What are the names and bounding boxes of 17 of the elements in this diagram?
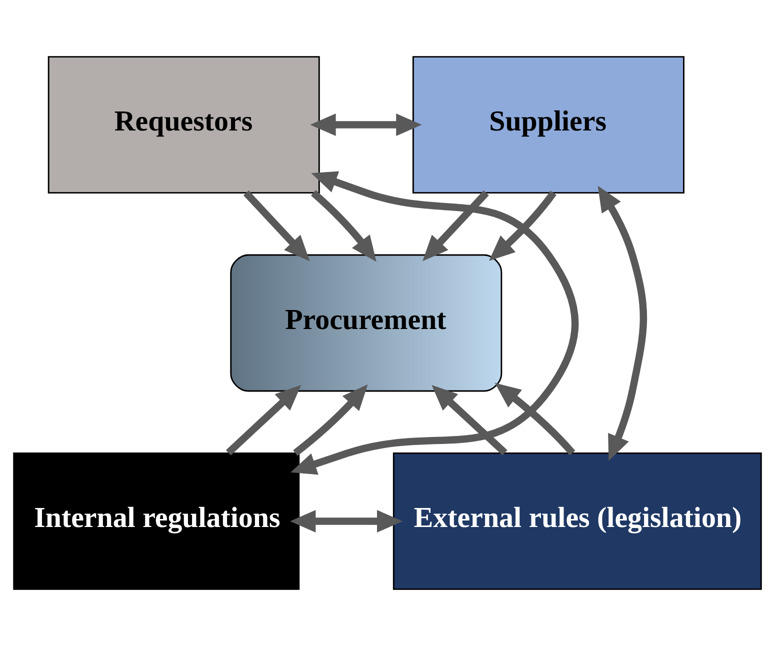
arrow: [293, 384, 368, 456]
arrow: [488, 190, 556, 260]
arrow: [310, 190, 376, 262]
arrow: [243, 190, 310, 261]
arrow: [598, 185, 647, 460]
arrow: [310, 113, 422, 136]
node-box: Internal regulations: [13, 452, 300, 590]
arrow: [422, 190, 489, 261]
node-box: External rules (legislation): [392, 452, 762, 590]
arrow: [290, 170, 579, 474]
node-box: Requestors: [48, 56, 320, 193]
node-box: Procurement: [230, 254, 502, 392]
arrow: [226, 384, 302, 455]
arrow: [290, 509, 403, 532]
arrow: [432, 384, 508, 455]
arrow: [494, 382, 576, 455]
node-box: Suppliers: [412, 56, 684, 193]
